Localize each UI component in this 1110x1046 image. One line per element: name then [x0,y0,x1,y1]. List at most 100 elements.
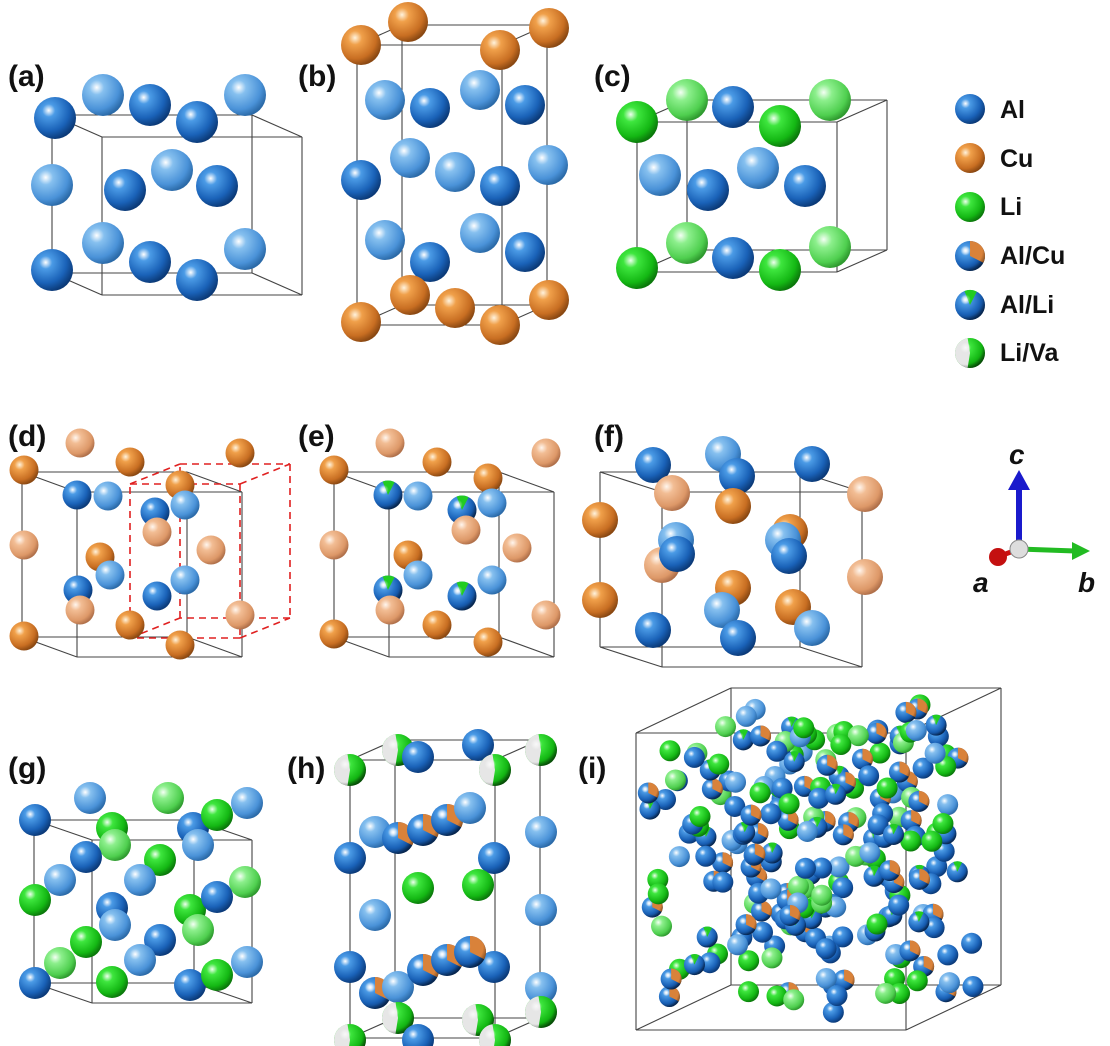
al-li-atom [732,729,754,751]
al-cu-atom [955,241,985,271]
li-atom [666,222,708,264]
legend-label-li-va: Li/Va [1000,339,1059,367]
al-atom [525,894,557,926]
panel-h-structure [333,729,557,1046]
al-atom [668,846,690,868]
al-atom [365,220,405,260]
legend-label-li: Li [1000,193,1022,221]
al-atom [720,620,756,656]
li-atom [759,105,801,147]
al-cu-atom [908,790,930,812]
al-atom [402,741,434,773]
al-atom [771,538,807,574]
al-atom [704,592,740,628]
cu-atom [319,619,349,649]
cu-atom [529,280,569,320]
cu-atom [375,428,405,458]
al-atom [924,742,946,764]
legend-label-al-li: Al/Li [1000,291,1054,319]
al-atom [231,946,263,978]
cu-atom [115,447,145,477]
al-cu-atom [735,914,757,936]
li-atom [759,249,801,291]
al-li-atom [683,954,705,976]
al-cu-atom [908,868,930,890]
legend-item-li-va: Li/Va [954,338,1059,368]
al-atom [858,765,880,787]
al-atom [794,446,830,482]
cu-atom [480,30,520,70]
cu-atom [847,559,883,595]
panel-label-b: (b) [298,60,336,93]
li-atom [96,966,128,998]
al-atom [403,560,433,590]
cu-atom [473,627,503,657]
al-atom [737,147,779,189]
al-atom [402,1024,434,1046]
cu-atom [165,630,195,660]
al-atom [683,746,705,768]
cu-atom [341,25,381,65]
al-atom [699,952,721,974]
al-atom [176,259,218,301]
al-cu-atom [712,852,734,874]
al-atom [124,864,156,896]
li-atom [876,777,898,799]
al-atom [174,969,206,1001]
al-atom [794,610,830,646]
legend-label-al: Al [1000,96,1025,124]
al-atom [182,829,214,861]
panel-label-i: (i) [578,752,606,785]
al-atom [460,213,500,253]
li-atom [201,799,233,831]
al-atom [19,804,51,836]
al-cu-atom [750,900,772,922]
al-atom [719,458,755,494]
li-va-atom [462,1004,494,1036]
panel-g-structure [19,782,263,1001]
al-atom [170,490,200,520]
al-cu-atom [900,810,922,832]
al-li-atom [783,751,805,773]
cu-atom [9,621,39,651]
al-atom [727,934,749,956]
li-atom [787,875,809,897]
al-atom [365,80,405,120]
li-atom [738,981,760,1003]
li-atom [906,970,928,992]
cu-atom [451,515,481,545]
li-va-atom [382,1002,414,1034]
cu-atom [582,502,618,538]
cu-atom [480,305,520,345]
al-atom [82,74,124,116]
al-li-atom [373,480,403,510]
li-atom [783,989,805,1011]
li-atom [201,959,233,991]
al-cu-atom [779,904,801,926]
cu-atom [115,610,145,640]
al-atom [659,536,695,572]
cu-atom [375,595,405,625]
al-li-atom [908,911,930,933]
al-cu-atom [865,722,887,744]
li-atom [900,830,922,852]
al-cu-atom [899,940,921,962]
al-atom [104,169,146,211]
al-atom [712,86,754,128]
legend-item-al-li: Al/Li [955,290,1054,320]
al-atom [760,803,782,825]
li-atom [830,734,852,756]
panel-i-structure [637,694,984,1023]
li-atom [402,872,434,904]
li-atom [778,793,800,815]
cu-atom [654,475,690,511]
al-atom [525,816,557,848]
al-atom [826,984,848,1006]
al-atom [815,938,837,960]
al-atom [784,165,826,207]
li-va-atom [478,754,511,786]
al-atom [390,138,430,178]
cu-atom [715,488,751,524]
li-atom [809,79,851,121]
al-atom [832,877,854,899]
